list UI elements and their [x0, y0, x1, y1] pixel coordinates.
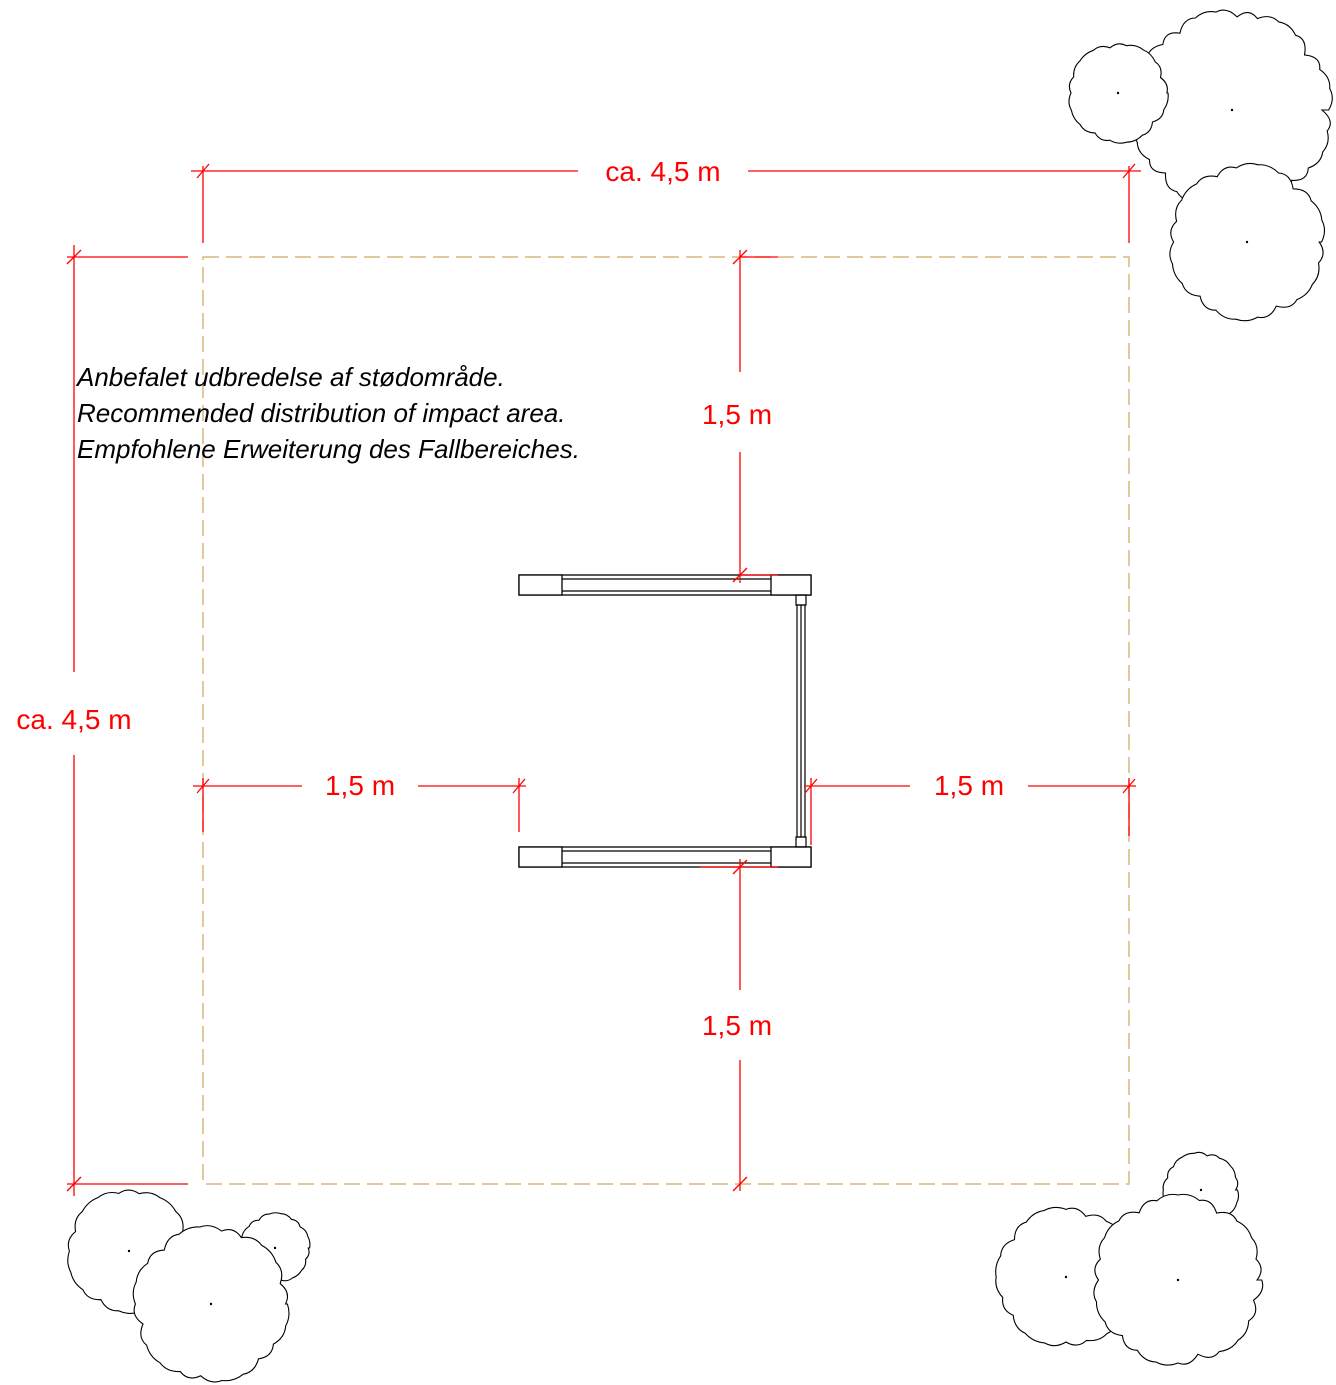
tree-icon-top-right-small [1068, 43, 1169, 144]
dimension-clearance-top [732, 249, 778, 583]
tree-group [67, 9, 1333, 1383]
tree-icon-bottom-right-large [1093, 1193, 1264, 1366]
impact-area-boundary [202, 256, 1130, 1185]
dimension-label-overall-height: ca. 4,5 m [16, 704, 131, 735]
tree-icon-bottom-left-large [132, 1225, 290, 1383]
impact-area-note: Anbefalet udbredelse af stødområde. Reco… [75, 362, 580, 464]
dimension-label-overall-width: ca. 4,5 m [605, 156, 720, 187]
dimension-label-clearance-top: 1,5 m [702, 399, 772, 430]
dimension-overall-height [66, 245, 188, 1196]
equipment-top-beam [518, 574, 812, 596]
dimension-label-clearance-left: 1,5 m [325, 770, 395, 801]
dimension-clearance-left [193, 778, 526, 832]
dimension-label-clearance-bottom: 1,5 m [702, 1010, 772, 1041]
dimension-clearance-right [804, 778, 1136, 845]
note-line-english: Recommended distribution of impact area. [77, 398, 565, 428]
tree-icon-top-right-lower [1169, 162, 1326, 322]
dimension-label-clearance-right: 1,5 m [934, 770, 1004, 801]
note-line-german: Empfohlene Erweiterung des Fallbereiches… [77, 434, 580, 464]
dimension-clearance-bottom [700, 859, 778, 1192]
note-line-danish: Anbefalet udbredelse af stødområde. [75, 362, 505, 392]
equipment-bottom-beam [518, 846, 812, 868]
equipment-connector [795, 594, 807, 848]
dimension-overall-width [191, 163, 1141, 243]
